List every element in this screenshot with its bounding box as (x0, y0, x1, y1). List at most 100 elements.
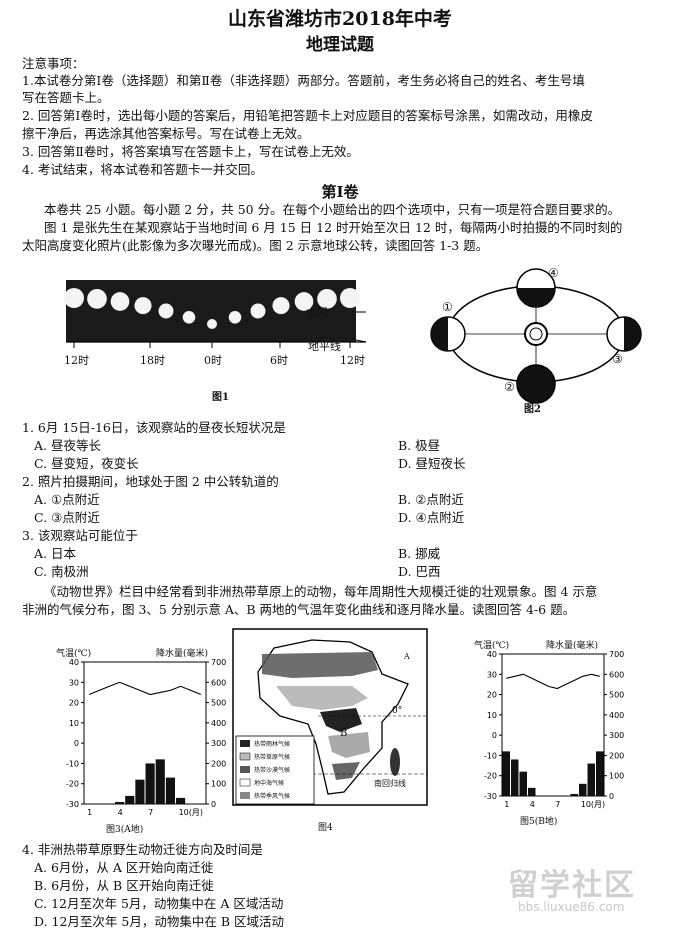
time-label: 6时 (270, 354, 288, 367)
climate-chart-b: 403020100-10-20-307006005004003002001000… (484, 650, 624, 809)
legend-label: 地中海气候 (254, 780, 285, 787)
plot-frame (83, 661, 207, 805)
precip-bar (165, 777, 175, 804)
sun-exposure (228, 310, 242, 324)
left-tick-label: 40 (487, 650, 497, 659)
option: B. ②点附近 (398, 492, 464, 507)
horizon-label: 地平线 (308, 340, 341, 353)
sun-exposure (64, 288, 84, 308)
sun-exposure (340, 288, 360, 308)
figure-5-caption: 图5(B地) (520, 817, 558, 827)
left-tick-label: -30 (66, 800, 79, 809)
option: A. ①点附近 (34, 492, 100, 507)
left-tick-label: -10 (66, 759, 79, 768)
sun-exposure (110, 292, 130, 311)
earth-4-icon (516, 268, 556, 308)
precip-bar (596, 751, 604, 796)
sun-photo-svg (64, 280, 367, 348)
notice-line: 4. 考试结束，将本试卷和答题卡一并交回。 (22, 162, 263, 177)
marker-1: ① (442, 300, 453, 314)
right-tick-label: 500 (211, 699, 226, 708)
option: D. ④点附近 (398, 510, 465, 525)
precip-bar (502, 751, 510, 796)
passage-line: 《动物世界》栏目中经常看到非洲热带草原上的动物，每年周期性大规模迁徙的壮观景象。… (44, 584, 598, 599)
sun-exposure (134, 297, 152, 315)
legend-label: 热带沙漠气候 (254, 767, 291, 774)
section-intro: 太阳高度变化照片(此影像为多次曝光而成)。图 2 示意地球公转，读图回答 1-3… (22, 238, 489, 253)
right-tick-label: 700 (211, 658, 226, 667)
option: C. 12月至次年 5月，动物集中在 A 区域活动 (34, 896, 284, 911)
right-tick-label: 300 (211, 739, 226, 748)
precip-bar (511, 759, 519, 796)
x-tick-label: 1 (87, 808, 92, 817)
notice-line: 擦干净后，再选涂其他答案标号。写在试卷上无效。 (22, 126, 310, 141)
figure-1-caption: 图1 (212, 392, 229, 403)
precip-bar (115, 801, 125, 804)
time-label: 0时 (204, 354, 222, 367)
madagascar (390, 748, 400, 776)
notice-line: 1.本试卷分第Ⅰ卷（选择题）和第Ⅱ卷（非选择题）两部分。答题前，考生务必将自己的… (22, 73, 585, 88)
sun-positions (64, 288, 360, 329)
option: A. 昼夜等长 (34, 438, 101, 453)
legend-labels: 热带雨林气候 热带草原气候 热带沙漠气候 地中海气候 热带季风气候 (254, 738, 290, 803)
option: C. 昼变短，夜变长 (34, 456, 139, 471)
left-axis-title: 气温(℃) (474, 641, 510, 651)
precip-bar (155, 759, 165, 804)
precip-bar (135, 779, 145, 804)
question-stem: 4. 非洲热带草原野生动物迁徙方向及时间是 (22, 842, 263, 857)
marker-2: ② (504, 380, 515, 394)
rainforest-region (320, 708, 362, 732)
notice-line: 2. 回答第Ⅰ卷时，选出每小题的答案后，用铅笔把答题卡上对应题目的答案标号涂黑，… (22, 108, 593, 123)
right-tick-label: 500 (609, 691, 624, 700)
left-tick-label: -20 (484, 772, 497, 781)
left-tick-label: 30 (487, 670, 497, 679)
option: A. 日本 (34, 546, 76, 561)
right-tick-label: 100 (609, 772, 624, 781)
option: B. 极昼 (398, 438, 441, 453)
sun-exposure (87, 289, 107, 309)
notice-line: 写在答题卡上。 (22, 90, 110, 105)
plot-frame (501, 653, 605, 797)
precip-bar (519, 771, 527, 796)
legend-label: 热带季风气候 (254, 793, 291, 800)
left-axis-title: 气温(℃) (56, 649, 92, 659)
section-intro: 本卷共 25 小题。每小题 2 分，共 50 分。在每个小题给出的四个选项中，只… (44, 202, 621, 217)
right-tick-label: 600 (609, 670, 624, 679)
question-stem: 1. 6月 15日-16日，该观察站的昼夜长短状况是 (22, 420, 286, 435)
figure-4-caption: 图4 (318, 823, 333, 833)
equator-label: 0° (392, 706, 403, 716)
notice-heading: 注意事项： (22, 56, 85, 71)
precip-bar (587, 763, 595, 796)
right-tick-label: 0 (211, 800, 216, 809)
earth-3-icon (606, 316, 642, 352)
africa-map-svg (232, 628, 428, 806)
orbit-svg (430, 268, 642, 404)
photo-background (66, 280, 356, 342)
page-subtitle: 地理试题 (306, 35, 374, 55)
left-tick-label: 20 (69, 699, 79, 708)
section-intro: 图 1 是张先生在某观察站于当地时间 6 月 15 日 12 时开始至次日 12… (44, 220, 623, 235)
question-stem: 2. 照片拍摄期间，地球处于图 2 中公转轨道的 (22, 474, 279, 489)
precip-bar (125, 795, 135, 804)
left-tick-label: 0 (492, 731, 497, 740)
map-legend (235, 735, 315, 805)
x-tick-label: 7 (555, 800, 560, 809)
notice-line: 3. 回答第Ⅱ卷时，将答案填写在答题卡上，写在试卷上无效。 (22, 144, 359, 159)
desert-region (262, 652, 378, 678)
left-tick-label: 40 (69, 658, 79, 667)
marker-3: ③ (612, 352, 623, 366)
left-tick-label: 10 (487, 711, 497, 720)
temperature-line (506, 673, 600, 690)
figure-3-caption: 图3(A地) (106, 825, 144, 835)
precip-bar (176, 797, 186, 804)
right-axis-title: 降水量(毫米) (546, 641, 599, 651)
option: C. 南极洲 (34, 564, 89, 579)
map-label-a: A (404, 652, 410, 661)
precip-bar (528, 787, 536, 796)
savanna-band-south (328, 732, 370, 758)
precip-bar (579, 783, 587, 796)
figure-4: A B 0° 南回归线 热带雨林气候 热带草原气候 热带沙漠气候 地中海气候 热… (232, 628, 428, 834)
sun-exposure (158, 303, 174, 319)
option: D. 昼短夜长 (398, 456, 466, 471)
tropic-label: 南回归线 (374, 779, 406, 788)
